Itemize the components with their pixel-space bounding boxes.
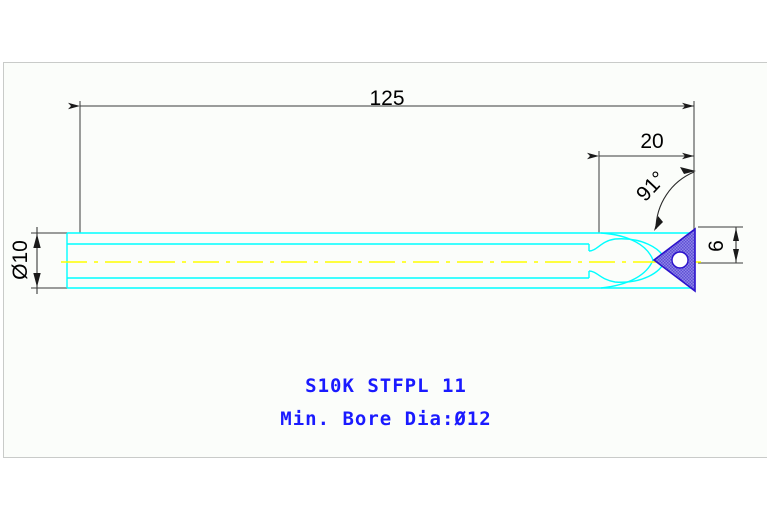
six-arrow-top [733, 228, 739, 241]
dimension-label-overall-length: 125 [369, 87, 404, 110]
dia-arrow-top [33, 234, 41, 248]
dia-arrow-bottom [33, 273, 41, 287]
dimension-head-length: 20 [587, 130, 695, 233]
dimension-overall-length: 125 [68, 87, 695, 233]
dimension-shank-diameter: Ø10 [9, 227, 81, 294]
dimension-label-insert-height: 6 [705, 240, 728, 252]
cad-drawing-canvas[interactable]: 125 20 91° [3, 62, 767, 458]
annotation-designation: S10K STFPL 11 [305, 375, 467, 397]
carbide-insert [652, 227, 696, 293]
insert-screw-hole [671, 251, 689, 269]
dimension-label-head-length: 20 [640, 130, 663, 153]
boring-bar-body [66, 232, 694, 289]
dimension-insert-height: 6 [698, 226, 743, 264]
annotation-block: S10K STFPL 11 Min. Bore Dia:Ø12 [280, 375, 491, 430]
angle-arrow-top [680, 167, 696, 174]
dimension-lead-angle: 91° [632, 167, 696, 231]
angle-arc [655, 171, 695, 230]
six-arrow-bottom [733, 249, 739, 262]
dimension-label-shank-diameter: Ø10 [9, 240, 32, 280]
angle-arrow-bottom [654, 216, 663, 231]
dimension-label-lead-angle: 91° [632, 167, 670, 206]
annotation-min-bore-dia: Min. Bore Dia:Ø12 [280, 408, 491, 430]
